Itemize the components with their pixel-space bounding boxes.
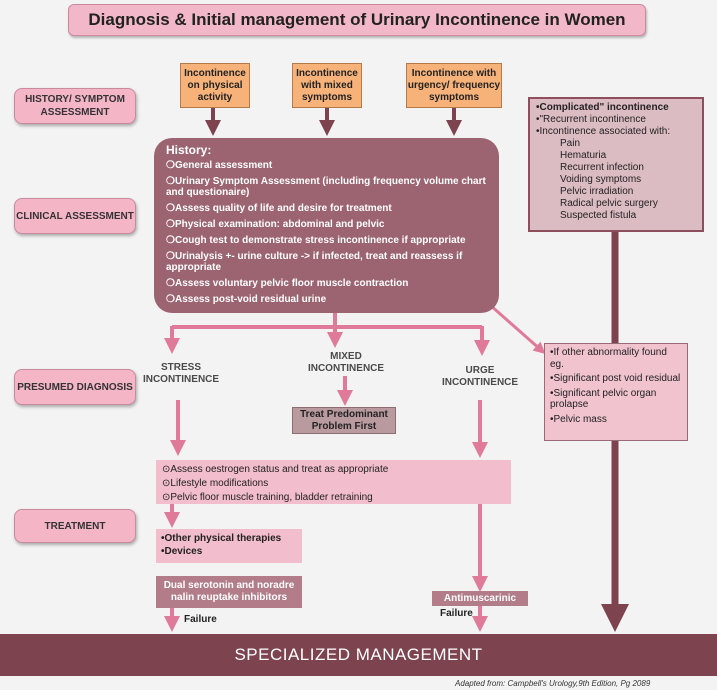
symptom-urgency: Incontinence with urgency/ frequency sym… [406,63,502,108]
treatment-item: Lifestyle modifications [170,478,269,489]
abnormality-item: Pelvic mass [553,413,607,425]
history-item: ❍Physical examination: abdominal and pel… [166,219,385,230]
stage-clinical: CLINICAL ASSESSMENT [14,198,136,234]
physical-therapies-box: •Other physical therapies •Devices [156,529,302,563]
history-item: ❍Urinary Symptom Assessment (including f… [166,176,486,198]
therapy-item: •Other physical therapies [161,533,282,544]
complicated-heading: •Complicated" incontinence [536,102,669,113]
stage-presumed: PRESUMED DIAGNOSIS [14,369,136,405]
drug-stress-box: Dual serotonin and noradre nalin reuptak… [156,576,302,608]
failure-label-urge: Failure [440,608,473,619]
treatment-item: Assess oestrogen status and treat as app… [170,464,389,475]
complicated-sub: Radical pelvic surgery [560,198,658,209]
stage-history: HISTORY/ SYMPTOM ASSESSMENT [14,88,136,124]
history-item: ❍Assess voluntary pelvic floor muscle co… [166,278,409,289]
history-heading: History: [166,143,212,157]
abnormality-item: Significant pelvic organ prolapse [550,387,657,411]
complicated-sub: Recurrent infection [560,162,644,173]
history-item: ❍General assessment [166,160,273,171]
history-item: ❍Assess post-void residual urine [166,294,327,305]
symptom-physical: Incontinence on physical activity [180,63,250,108]
arrow-abnormality [489,303,546,354]
treatment-item: Pelvic floor muscle training, bladder re… [170,492,373,503]
treat-predominant-box: Treat Predominant Problem First [292,407,396,434]
complicated-line: •"Recurrent incontinence [536,114,646,125]
history-box: History: ❍General assessment ❍Urinary Sy… [154,138,499,313]
abnormality-item: Significant post void residual [553,373,681,384]
complicated-box: •Complicated" incontinence •"Recurrent i… [528,97,704,232]
diagnosis-urge: URGE INCONTINENCE [441,365,519,388]
stage-treatment: TREATMENT [14,509,136,543]
complicated-sub: Pain [560,138,581,149]
symptom-mixed: Incontinence with mixed symptoms [292,63,362,108]
complicated-sub: Hematuria [560,150,607,161]
drug-urge-box: Antimuscarinic [432,591,528,606]
source-footer: Adapted from: Campbell's Urology,9th Edi… [455,679,651,688]
therapy-item: •Devices [161,546,203,557]
diagnosis-mixed: MIXED INCONTINENCE [307,351,385,374]
specialized-management-banner: SPECIALIZED MANAGEMENT [0,634,717,676]
abnormality-box: •If other abnormality found eg. •Signifi… [544,343,688,441]
treatment-common-box: ⊙Assess oestrogen status and treat as ap… [156,460,511,504]
history-item: ❍Urinalysis +- urine culture -> if infec… [166,251,463,273]
page-title: Diagnosis & Initial management of Urinar… [68,4,646,36]
failure-label-stress: Failure [184,614,217,625]
complicated-sub: Suspected fistula [560,210,637,221]
diagnosis-stress: STRESS INCONTINENCE [142,362,220,385]
history-item: ❍Assess quality of life and desire for t… [166,203,392,214]
history-item: ❍Cough test to demonstrate stress incont… [166,235,466,246]
complicated-line: •Incontinence associated with: [536,126,671,137]
complicated-sub: Pelvic irradiation [560,186,634,197]
abnormality-item: If other abnormality found eg. [550,347,667,370]
complicated-sub: Voiding symptoms [560,174,642,185]
